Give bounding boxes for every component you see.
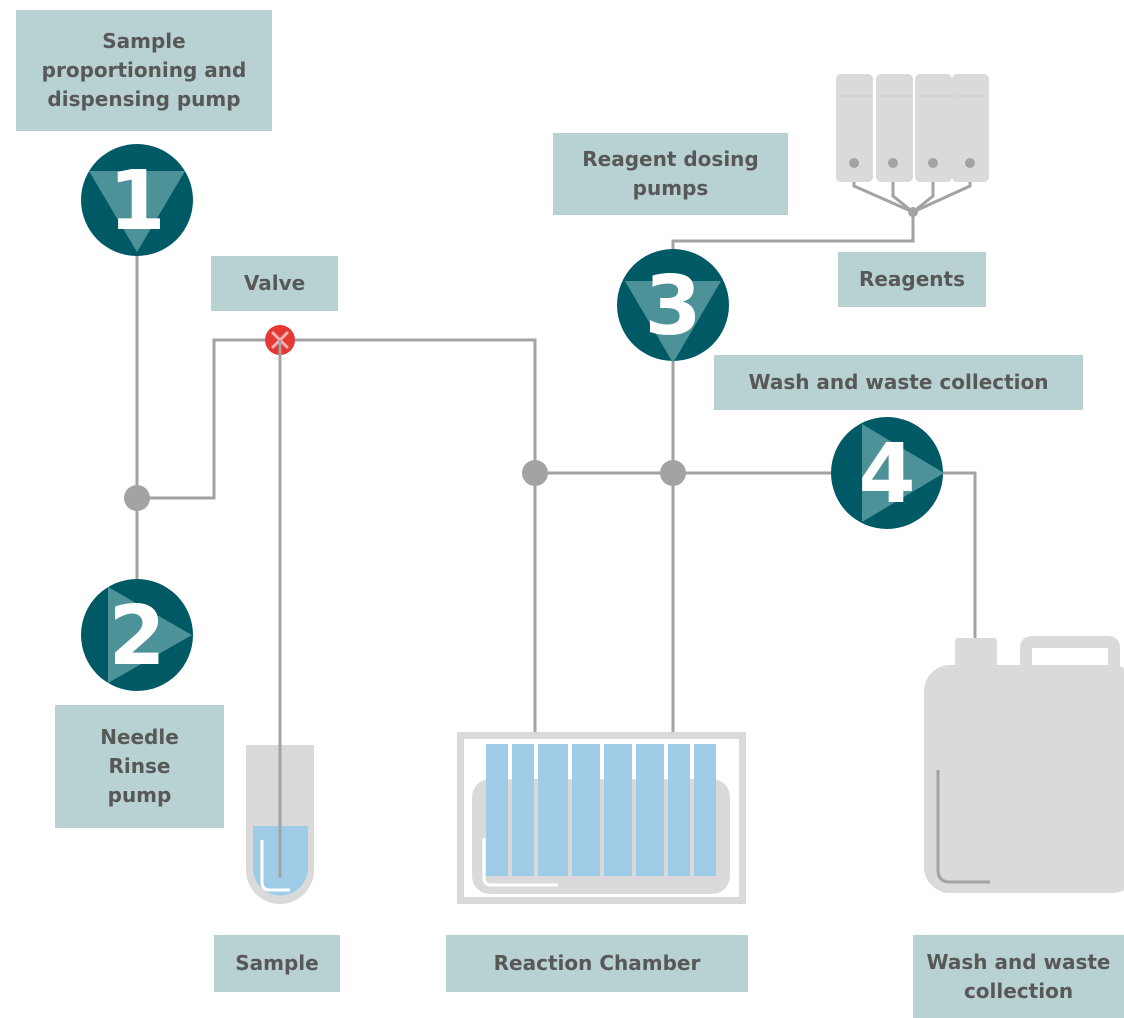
reaction-chamber xyxy=(457,732,746,904)
pump-4-number: 4 xyxy=(858,427,915,522)
label-sample: Sample xyxy=(214,935,340,992)
label-reaction-chamber: Reaction Chamber xyxy=(446,935,748,992)
sample-tube xyxy=(246,340,314,904)
label-valve: Valve xyxy=(211,256,338,311)
reagent-bottle xyxy=(915,74,952,182)
pump-2-number: 2 xyxy=(108,589,165,684)
junction-dot xyxy=(660,460,686,486)
reaction-cell xyxy=(512,744,534,876)
junction-dot xyxy=(522,460,548,486)
reaction-cell xyxy=(694,744,716,876)
pump-3-number: 3 xyxy=(644,259,701,354)
reaction-cell xyxy=(572,744,600,876)
label-wash-waste-bottom: Wash and waste collection xyxy=(913,935,1124,1018)
reagent-bottles xyxy=(836,74,989,217)
reaction-cell xyxy=(604,744,632,876)
reagent-bottle xyxy=(876,74,913,182)
pump-2-icon: 2 xyxy=(81,579,193,691)
reaction-cell xyxy=(486,744,508,876)
pump-1-icon: 1 xyxy=(81,144,193,256)
reagent-bottle xyxy=(836,74,873,182)
pipe-valve-chamber xyxy=(280,338,537,732)
label-sample-pump: Sample proportioning and dispensing pump xyxy=(16,10,272,131)
label-needle-rinse: Needle Rinse pump xyxy=(55,705,224,828)
reagent-manifold xyxy=(908,207,918,217)
reaction-cell xyxy=(538,744,568,876)
reagent-bottle xyxy=(952,74,989,182)
label-reagent-pumps: Reagent dosing pumps xyxy=(553,133,788,215)
label-wash-waste-top: Wash and waste collection xyxy=(714,355,1083,410)
pump-3-icon: 3 xyxy=(617,249,729,363)
pump-4-icon: 4 xyxy=(831,417,944,529)
waste-canister xyxy=(924,636,1124,893)
reaction-cell xyxy=(668,744,690,876)
pump-1-number: 1 xyxy=(108,154,165,249)
junction-dot xyxy=(124,485,150,511)
reaction-cell xyxy=(636,744,664,876)
label-reagents: Reagents xyxy=(838,252,986,307)
pipe-junction-valve xyxy=(137,338,280,500)
